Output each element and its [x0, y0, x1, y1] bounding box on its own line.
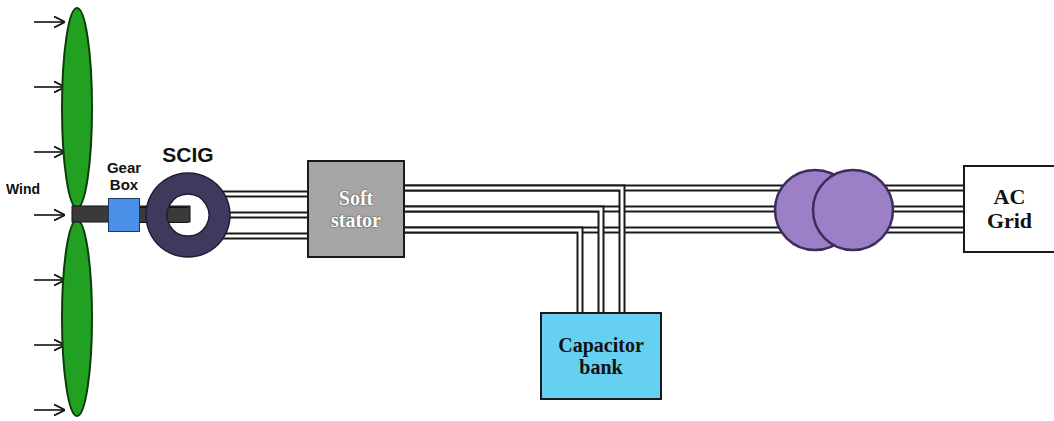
- node-label: AC Grid: [971, 185, 1048, 233]
- conductor-core: [405, 188, 622, 312]
- node-label: SCIG: [162, 143, 213, 166]
- capacitor-bank-box: Capacitor bank: [540, 312, 662, 400]
- conductor: [405, 209, 601, 312]
- ring-outline: [145, 172, 231, 258]
- node-label: Soft stator: [315, 187, 397, 231]
- conductor-core: [218, 235, 307, 238]
- wind-arrow: [34, 151, 64, 153]
- conductor: [405, 188, 622, 312]
- wind-arrow: [34, 279, 64, 281]
- wind-label: Wind: [6, 181, 40, 197]
- generator-ring: [146, 173, 230, 257]
- power-line: [218, 194, 307, 236]
- transformer-winding: [813, 170, 893, 250]
- conductor: [218, 233, 307, 240]
- node-label: Capacitor bank: [548, 334, 654, 378]
- conductor: [218, 191, 307, 198]
- wind-arrows: [34, 22, 64, 410]
- wind-arrow: [34, 86, 64, 88]
- node-label: Gear Box: [102, 160, 146, 193]
- conductor: [405, 230, 580, 312]
- turbine-blade: [62, 220, 92, 416]
- conductor-core: [218, 214, 307, 217]
- turbine-blade: [62, 8, 92, 208]
- wind-arrow: [34, 409, 64, 411]
- soft-starter-box: Soft stator: [307, 160, 405, 258]
- wind-arrow: [34, 21, 64, 23]
- conductor: [218, 212, 307, 219]
- power-line: [405, 188, 622, 312]
- wind-arrow: [34, 344, 64, 346]
- ac-grid-box: AC Grid: [963, 165, 1054, 253]
- generator-ring: SCIG: [145, 172, 231, 258]
- conductor-core: [218, 193, 307, 196]
- conductor-core: [405, 230, 580, 312]
- conductor-core: [405, 209, 601, 312]
- gear-box: Gear Box: [108, 198, 140, 232]
- wind-arrow: [34, 214, 64, 216]
